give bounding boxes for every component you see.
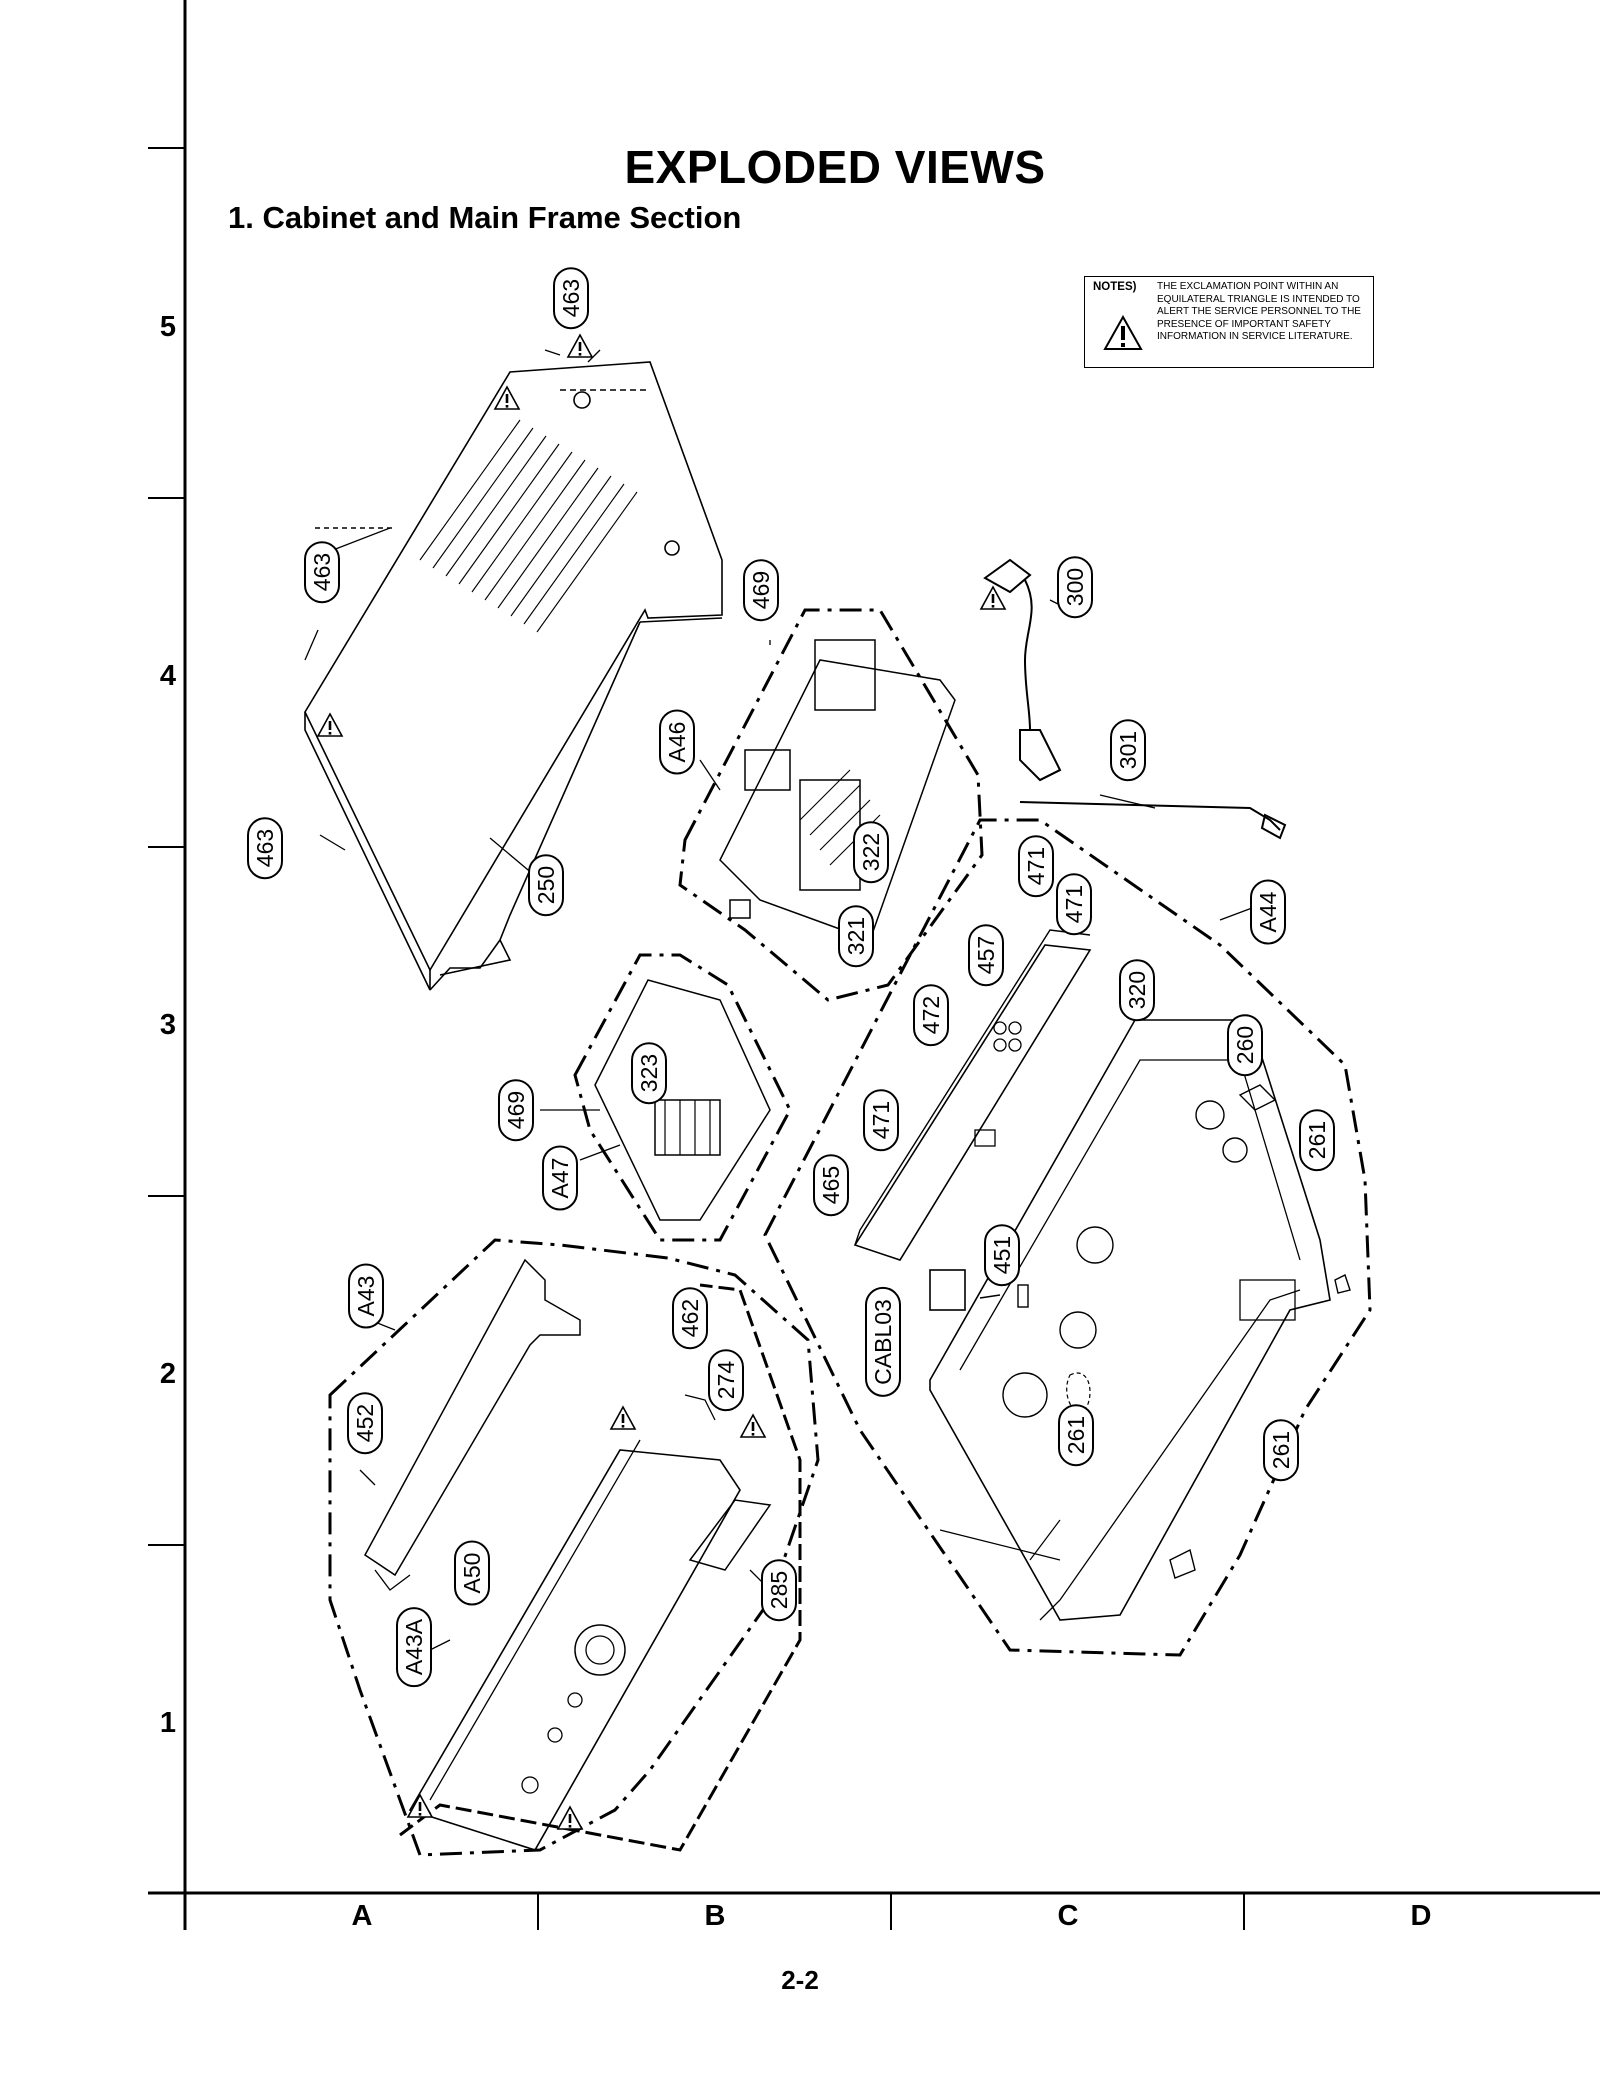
part-label-463: 463 (304, 540, 340, 604)
part-label-300: 300 (1057, 555, 1093, 619)
part-label-451: 451 (984, 1223, 1020, 1287)
column-label-B: B (704, 1900, 726, 1932)
part-label-462: 462 (672, 1286, 708, 1350)
column-label-A: A (351, 1900, 373, 1932)
part-label-465: 465 (813, 1153, 849, 1217)
row-label-3: 3 (159, 1009, 177, 1041)
part-label-472: 472 (913, 983, 949, 1047)
power-cord-part (983, 558, 1062, 782)
main-board-A46 (678, 608, 984, 1002)
cable-301-part (1019, 801, 1287, 840)
part-label-A50: A50 (454, 1540, 490, 1606)
part-label-471: 471 (1018, 834, 1054, 898)
page-frame (148, 0, 1600, 1930)
part-label-301: 301 (1110, 718, 1146, 782)
part-label-A46: A46 (659, 709, 695, 775)
row-label-4: 4 (159, 660, 177, 692)
warning-triangle-icon (1103, 315, 1143, 350)
column-label-D: D (1410, 1900, 1432, 1932)
part-label-321: 321 (838, 904, 874, 968)
part-label-A44: A44 (1250, 879, 1286, 945)
row-label-2: 2 (159, 1358, 177, 1390)
part-label-469: 469 (743, 558, 779, 622)
front-panel-A43 (328, 1238, 820, 1857)
column-label-C: C (1057, 1900, 1079, 1932)
part-label-261: 261 (1058, 1403, 1094, 1467)
part-label-463: 463 (247, 816, 283, 880)
part-label-457: 457 (968, 923, 1004, 987)
row-label-5: 5 (159, 311, 177, 343)
part-label-250: 250 (528, 853, 564, 917)
row-label-1: 1 (159, 1707, 177, 1739)
part-label-A43: A43 (348, 1263, 384, 1329)
part-label-CABL03: CABL03 (865, 1287, 901, 1397)
part-label-285: 285 (761, 1558, 797, 1622)
note-heading: NOTES) (1093, 281, 1137, 293)
note-text: THE EXCLAMATION POINT WITHIN AN EQUILATE… (1157, 281, 1361, 342)
part-label-261: 261 (1263, 1418, 1299, 1482)
part-label-320: 320 (1119, 958, 1155, 1022)
part-label-452: 452 (347, 1391, 383, 1455)
part-label-469: 469 (498, 1078, 534, 1142)
top-cover-part (304, 361, 723, 991)
part-label-260: 260 (1227, 1013, 1263, 1077)
part-label-471: 471 (1056, 872, 1092, 936)
part-label-322: 322 (853, 820, 889, 884)
board-A47 (573, 953, 792, 1242)
part-label-471: 471 (863, 1088, 899, 1152)
part-label-463: 463 (553, 266, 589, 330)
part-label-323: 323 (631, 1041, 667, 1105)
page-title: EXPLODED VIEWS (624, 141, 1046, 193)
part-label-A47: A47 (542, 1145, 578, 1211)
part-label-A43A: A43A (396, 1606, 432, 1688)
part-label-261: 261 (1299, 1108, 1335, 1172)
section-subtitle: 1. Cabinet and Main Frame Section (228, 200, 742, 235)
part-label-274: 274 (708, 1348, 744, 1412)
safety-note: NOTES) THE EXCLAMATION POINT WITHIN AN E… (1084, 276, 1374, 368)
page-number: 2-2 (781, 1965, 819, 1995)
